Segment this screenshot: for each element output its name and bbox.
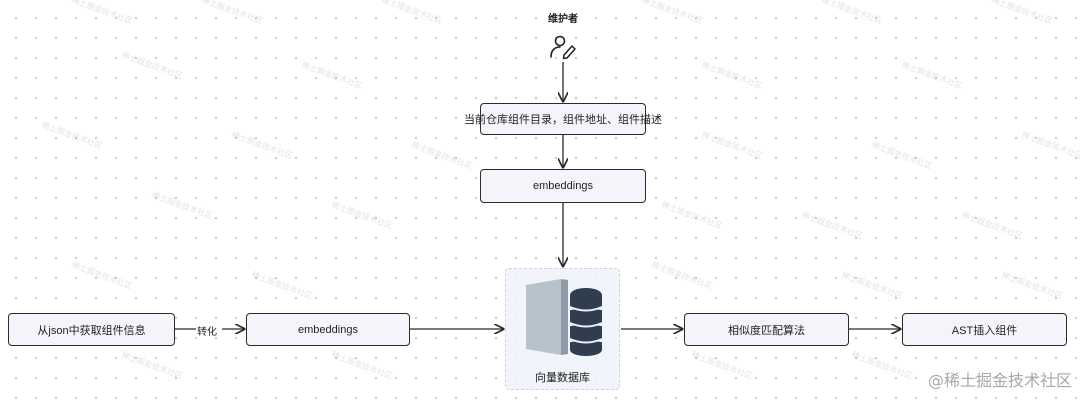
convert-edge-label: 转化 <box>197 327 217 338</box>
brand-watermark: @稀土掘金技术社区 <box>927 371 1072 390</box>
embeddings-top-node[interactable]: embeddings <box>480 169 646 203</box>
ast-insert-node[interactable]: AST插入组件 <box>902 313 1067 346</box>
embeddings-left-label: embeddings <box>298 323 358 336</box>
person-edit-icon <box>550 35 576 60</box>
vector-db-label: 向量数据库 <box>535 372 590 384</box>
similarity-label: 相似度匹配算法 <box>728 324 805 337</box>
json-source-node[interactable]: 从json中获取组件信息 <box>8 313 175 346</box>
vector-db-node[interactable]: 向量数据库 <box>505 268 620 390</box>
embeddings-top-label: embeddings <box>533 180 593 192</box>
similarity-node[interactable]: 相似度匹配算法 <box>684 313 849 346</box>
embeddings-left-node[interactable]: embeddings <box>246 313 410 346</box>
repo-catalog-label: 当前仓库组件目录，组件地址、组件描述 <box>464 114 662 126</box>
json-source-label: 从json中获取组件信息 <box>37 324 146 337</box>
actor-label: 维护者 <box>548 14 578 25</box>
database-icon <box>526 279 603 356</box>
ast-insert-label: AST插入组件 <box>951 324 1018 337</box>
repo-catalog-node[interactable]: 当前仓库组件目录，组件地址、组件描述 <box>464 103 662 135</box>
